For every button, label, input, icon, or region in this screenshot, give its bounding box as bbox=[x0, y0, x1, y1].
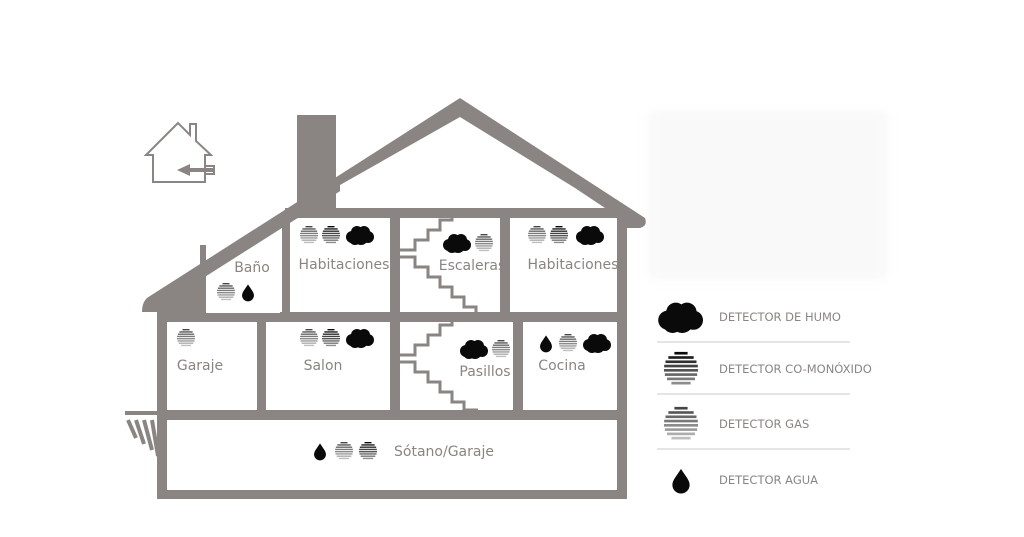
gas-detector-icon bbox=[335, 442, 353, 460]
smoke-cloud-icon bbox=[443, 234, 471, 253]
co-detector-icon bbox=[550, 226, 568, 244]
gas-detector-icon bbox=[475, 234, 493, 252]
legend-label: DETECTOR GAS bbox=[719, 417, 809, 431]
water-drop-icon bbox=[242, 284, 254, 302]
room-sotano bbox=[314, 442, 377, 461]
room-label: Sótano/Garaje bbox=[394, 444, 494, 460]
faded-text-area bbox=[648, 110, 888, 280]
room-label: Baño bbox=[234, 260, 270, 276]
legend-label: DETECTOR AGUA bbox=[719, 473, 818, 487]
gas-detector-icon bbox=[663, 406, 699, 440]
room-habitaciones-1 bbox=[300, 226, 374, 245]
room-bano bbox=[217, 283, 254, 302]
room-salon bbox=[300, 329, 374, 348]
legend-item-water: DETECTOR AGUA bbox=[672, 468, 818, 494]
legend-label: DETECTOR DE HUMO bbox=[719, 310, 841, 324]
smoke-cloud-icon bbox=[460, 340, 488, 359]
room-habitaciones-2 bbox=[528, 226, 604, 245]
legend-item-gas: DETECTOR GAS bbox=[663, 406, 809, 440]
gas-detector-icon bbox=[300, 329, 318, 347]
water-drop-icon bbox=[540, 335, 552, 353]
room-label: Garaje bbox=[177, 358, 223, 374]
gas-detector-icon bbox=[492, 340, 510, 358]
co-detector-icon bbox=[322, 329, 340, 347]
ground-hatching bbox=[125, 411, 160, 457]
room-garaje bbox=[177, 329, 195, 347]
smoke-cloud-icon bbox=[346, 329, 374, 348]
gas-detector-icon bbox=[559, 334, 577, 352]
water-drop-icon bbox=[672, 468, 690, 494]
gas-detector-icon bbox=[528, 226, 546, 244]
entrance-arrow bbox=[177, 164, 213, 176]
smoke-cloud-icon bbox=[346, 226, 374, 245]
legend-label: DETECTOR CO-MONÓXIDO bbox=[719, 361, 872, 376]
room-pasillos bbox=[460, 340, 510, 359]
co-detector-icon bbox=[663, 351, 699, 385]
gas-detector-icon bbox=[177, 329, 195, 347]
room-label: Salon bbox=[304, 358, 343, 374]
co-detector-icon bbox=[359, 442, 377, 460]
room-label: Cocina bbox=[538, 358, 585, 374]
water-drop-icon bbox=[314, 443, 326, 461]
gas-detector-icon bbox=[217, 283, 235, 301]
house-entrance-arrow-icon bbox=[143, 121, 215, 183]
co-detector-icon bbox=[322, 226, 340, 244]
room-label: Habitaciones bbox=[528, 257, 619, 273]
legend-item-co: DETECTOR CO-MONÓXIDO bbox=[663, 351, 872, 385]
room-escaleras bbox=[443, 234, 493, 253]
smoke-cloud-icon bbox=[576, 226, 604, 245]
room-cocina bbox=[540, 334, 611, 353]
room-label: Escaleras bbox=[439, 258, 506, 274]
staircase bbox=[400, 208, 478, 412]
gas-detector-icon bbox=[300, 226, 318, 244]
smoke-cloud-icon bbox=[583, 334, 611, 353]
smoke-cloud-icon bbox=[658, 302, 704, 333]
room-label: Pasillos bbox=[459, 364, 510, 380]
room-label: Habitaciones bbox=[299, 257, 390, 273]
legend-item-smoke: DETECTOR DE HUMO bbox=[658, 302, 841, 333]
